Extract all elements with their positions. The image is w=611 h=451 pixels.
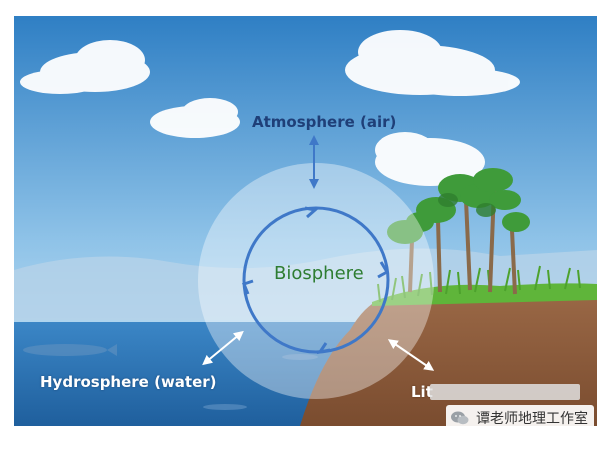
- grass: [372, 265, 597, 306]
- clouds: [20, 30, 520, 186]
- lithosphere-exchange-arrow: [387, 339, 435, 371]
- cycle-arrowhead: [304, 206, 319, 219]
- fish: [23, 344, 318, 410]
- obscured-text-overlay: [430, 384, 580, 400]
- trees: [387, 168, 530, 295]
- biosphere-label: Biosphere: [274, 263, 364, 284]
- cycle-arrowhead: [377, 261, 390, 279]
- cycle-arrowhead: [242, 279, 254, 295]
- watermark-text: 谭老师地理工作室: [476, 411, 588, 427]
- cycle-ring: [242, 206, 390, 355]
- hydrosphere-exchange-arrow: [202, 330, 244, 366]
- hydrosphere-label: Hydrosphere (water): [40, 373, 217, 391]
- lithosphere-label: Lit: [411, 383, 433, 401]
- atmosphere-label: Atmosphere (air): [252, 113, 397, 131]
- cycle-arrowhead: [316, 342, 331, 355]
- biosphere-bubble: [198, 163, 434, 399]
- wechat-icon: [451, 411, 469, 425]
- watermark: 谭老师地理工作室: [446, 405, 594, 431]
